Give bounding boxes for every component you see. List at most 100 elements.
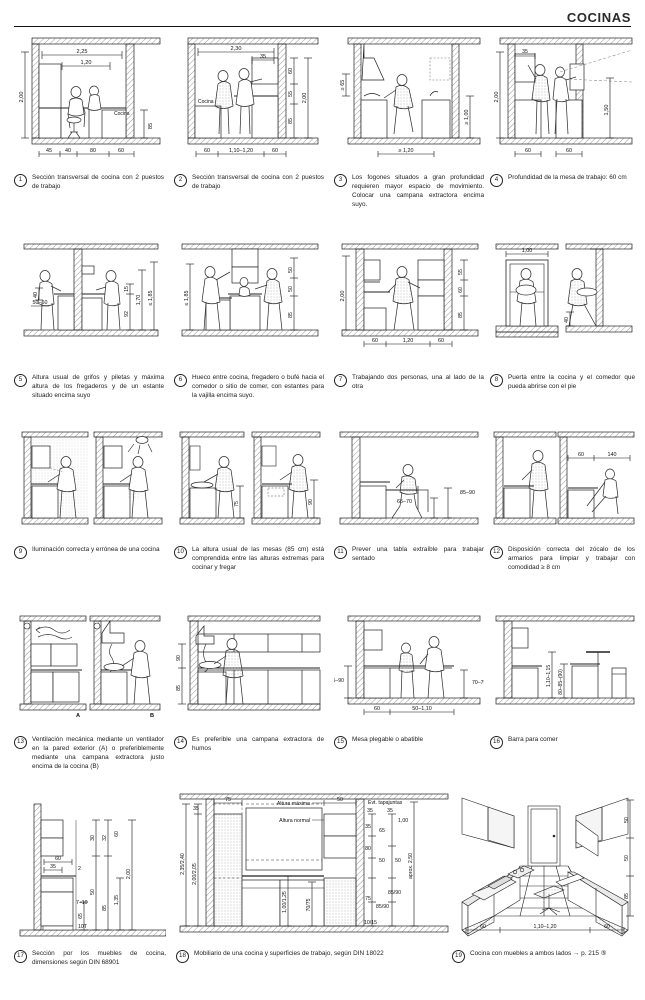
svg-text:60: 60 bbox=[566, 148, 572, 154]
svg-text:10T: 10T bbox=[78, 924, 88, 930]
svg-text:140: 140 bbox=[608, 452, 617, 458]
figure-11-caption: 11 Prever una tabla extraíble para traba… bbox=[334, 545, 484, 563]
svg-text:2,00: 2,00 bbox=[340, 291, 346, 302]
figure-1: 2,25 1,20 2,00 85 Cocina 45 40 80 60 1 S… bbox=[14, 34, 164, 191]
figure-18-caption: 18 Mobiliario de una cocina y superficie… bbox=[176, 949, 451, 963]
figure-12: 60 140 12 Disposición correcta del zócal… bbox=[490, 424, 635, 572]
figure-3: ≥ 65 ≥ 1,00 ≥ 1,20 3 Los fogones situado… bbox=[334, 34, 484, 209]
figure-17-caption-text: Sección por los muebles de cocina, dimen… bbox=[32, 950, 166, 967]
svg-text:2,00: 2,00 bbox=[126, 869, 132, 879]
svg-text:50–60: 50–60 bbox=[33, 300, 48, 306]
svg-text:75: 75 bbox=[234, 501, 240, 507]
svg-text:2,30: 2,30 bbox=[231, 46, 242, 52]
svg-text:7–10: 7–10 bbox=[76, 900, 88, 906]
svg-text:60: 60 bbox=[458, 287, 464, 293]
svg-text:60: 60 bbox=[55, 856, 61, 862]
dim-2-25: 2,25 bbox=[77, 49, 88, 55]
dim-2-00: 2,00 bbox=[19, 92, 25, 103]
figure-14: 90 85 14 Es preferible una campana extra… bbox=[174, 610, 324, 753]
figure-10-drawing: 75 90 bbox=[179, 431, 321, 525]
svg-text:1,20: 1,20 bbox=[403, 338, 414, 344]
figure-13-caption: 13 Ventilación mecánica mediante un vent… bbox=[14, 735, 164, 771]
figure-17-caption: 17 Sección por los muebles de cocina, di… bbox=[14, 949, 166, 967]
figure-15-caption-text: Mesa plegable o abatible bbox=[352, 736, 424, 743]
label-evt-tapajuntas: Evt. tapajuntas bbox=[368, 800, 403, 806]
figure-12-caption: 12 Disposición correcta del zócalo de lo… bbox=[490, 545, 635, 572]
svg-text:40: 40 bbox=[33, 292, 39, 298]
svg-text:1,35: 1,35 bbox=[114, 895, 120, 905]
figure-7-number: 7 bbox=[334, 373, 347, 387]
label-cocina: Cocina bbox=[114, 111, 130, 117]
svg-text:60: 60 bbox=[114, 831, 120, 837]
figure-19: 50 50 85 60 1,10–1,20 60 19 Cocina con m… bbox=[452, 790, 638, 963]
svg-text:35: 35 bbox=[365, 824, 371, 830]
svg-text:≤ 1,85: ≤ 1,85 bbox=[184, 291, 190, 306]
svg-text:50: 50 bbox=[379, 858, 385, 864]
figure-1-caption: 1 Sección transversal de cocina con 2 pu… bbox=[14, 173, 164, 191]
figure-14-drawing: 90 85 bbox=[176, 615, 321, 711]
svg-text:60: 60 bbox=[372, 338, 378, 344]
figure-3-drawing: ≥ 65 ≥ 1,00 ≥ 1,20 bbox=[340, 37, 481, 157]
figure-2-caption-text: Sección transversal de cocina con 2 pues… bbox=[192, 174, 324, 191]
figure-6-caption-text: Hueco entre cocina, fregadero o bufé hac… bbox=[192, 374, 324, 400]
svg-text:50: 50 bbox=[288, 286, 294, 292]
figure-5-caption: 5 Altura usual de grifos y piletas y máx… bbox=[14, 373, 164, 400]
svg-text:92: 92 bbox=[124, 311, 130, 317]
svg-text:75: 75 bbox=[365, 896, 371, 902]
figure-3-caption-text: Los fogones situados a gran profundidad … bbox=[352, 174, 484, 209]
figure-1-drawing: 2,25 1,20 2,00 85 Cocina 45 40 80 60 bbox=[19, 37, 161, 157]
figure-3-number: 3 bbox=[334, 173, 347, 187]
svg-text:50: 50 bbox=[288, 267, 294, 273]
figure-18-caption-text: Mobiliario de una cocina y superficies d… bbox=[194, 950, 384, 957]
svg-text:≤ 1,85: ≤ 1,85 bbox=[148, 291, 154, 306]
figure-18: Altura máxima Altura normal Evt. tapajun… bbox=[176, 790, 451, 963]
figure-6-drawing: ≤ 1,85 50 50 85 bbox=[181, 243, 319, 337]
figure-1-number: 1 bbox=[14, 173, 27, 187]
figure-3-caption: 3 Los fogones situados a gran profundida… bbox=[334, 173, 484, 209]
figure-16-drawing: 1,10–1,15 80–85–(90) bbox=[495, 615, 635, 705]
svg-text:≥ 65: ≥ 65 bbox=[340, 80, 346, 90]
figure-7-drawing: 2,00 55 60 85 60 1,20 60 bbox=[340, 243, 479, 347]
figure-5-drawing: 40 50–60 15 92 1,70 ≤ 1,85 bbox=[23, 243, 159, 337]
figure-17-number: 17 bbox=[14, 949, 27, 963]
svg-text:35: 35 bbox=[193, 806, 199, 812]
svg-text:15: 15 bbox=[124, 286, 130, 292]
figure-12-caption-text: Disposición correcta del zócalo de los a… bbox=[508, 546, 635, 572]
figure-2-number: 2 bbox=[174, 173, 187, 187]
figure-2-drawing: 2,30 35 60 55 85 2,00 Cocina 60 1,10–1,2… bbox=[187, 37, 319, 157]
figure-4-number: 4 bbox=[490, 173, 503, 187]
figure-10-number: 10 bbox=[174, 545, 187, 559]
figure-7-caption: 7 Trabajando dos personas, una al lado d… bbox=[334, 373, 484, 391]
svg-text:65: 65 bbox=[379, 828, 385, 834]
svg-text:B: B bbox=[150, 713, 154, 719]
figure-15-drawing: 85–90 70–75 60 50–1,10 bbox=[330, 615, 487, 715]
svg-text:A: A bbox=[76, 713, 80, 719]
label-cocina: Cocina bbox=[198, 99, 214, 105]
svg-text:60: 60 bbox=[288, 68, 294, 74]
figure-8-caption-text: Puerta entre la cocina y el comedor que … bbox=[508, 374, 635, 391]
svg-text:85: 85 bbox=[624, 893, 630, 899]
figure-6-caption: 6 Hueco entre cocina, fregadero o bufé h… bbox=[174, 373, 324, 400]
svg-text:60: 60 bbox=[118, 148, 124, 154]
figure-14-caption: 14 Es preferible una campana extractora … bbox=[174, 735, 324, 753]
figure-10: 75 90 bbox=[174, 424, 324, 572]
svg-text:60: 60 bbox=[578, 452, 584, 458]
figure-13: A B 13 bbox=[14, 610, 164, 771]
figure-18-drawing: Altura máxima Altura normal Evt. tapajun… bbox=[179, 793, 449, 933]
svg-text:85: 85 bbox=[288, 312, 294, 318]
svg-text:90: 90 bbox=[308, 499, 314, 505]
svg-text:1,00/1,25: 1,00/1,25 bbox=[282, 891, 288, 913]
svg-text:1,00: 1,00 bbox=[398, 818, 408, 824]
dim-85: 85 bbox=[148, 123, 154, 129]
figure-10-caption-text: La altura usual de las mesas (85 cm) est… bbox=[192, 546, 324, 572]
page-title: COCINAS bbox=[566, 10, 631, 25]
svg-text:60: 60 bbox=[438, 338, 444, 344]
svg-text:80–85–(90): 80–85–(90) bbox=[558, 669, 564, 695]
figure-14-caption-text: Es preferible una campana extractora de … bbox=[192, 736, 324, 753]
figure-13-number: 13 bbox=[14, 735, 27, 749]
figure-7-caption-text: Trabajando dos personas, una al lado de … bbox=[352, 374, 484, 391]
figure-4-drawing: 2,00 1,50 35 60 60 bbox=[494, 37, 633, 157]
svg-text:40: 40 bbox=[65, 148, 71, 154]
svg-text:85: 85 bbox=[458, 312, 464, 318]
figure-12-number: 12 bbox=[490, 545, 503, 559]
